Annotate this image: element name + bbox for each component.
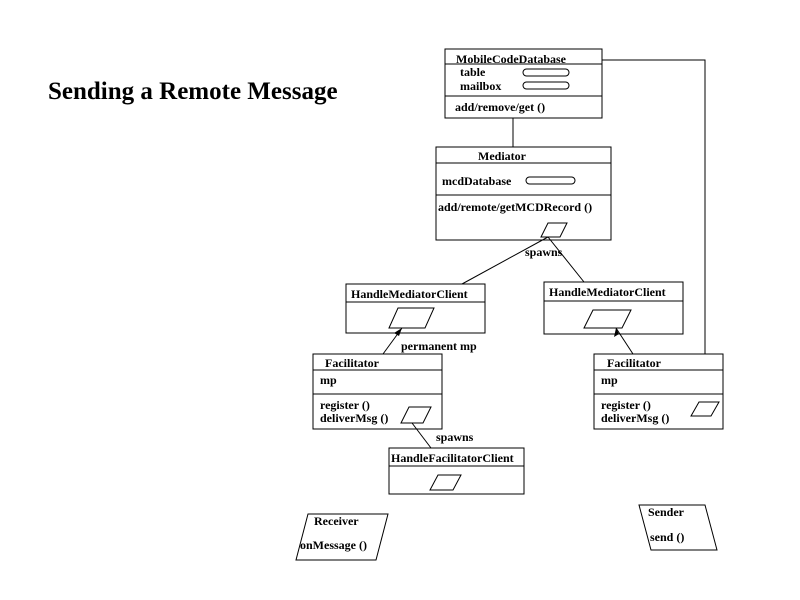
mediator-name: Mediator [478, 149, 526, 163]
mobile-code-database-box [444, 48, 603, 119]
handle-mediator-client-left-name: HandleMediatorClient [351, 287, 468, 301]
handle-mediator-client-right-thread [583, 309, 632, 329]
handle-mediator-client-left-box [345, 283, 486, 334]
facilitator-right-box [593, 353, 724, 430]
handle-facilitator-client-name: HandleFacilitatorClient [391, 451, 514, 465]
mailbox-field-shape [522, 81, 570, 90]
receiver-shape [295, 513, 389, 561]
handle-facilitator-client-box [388, 447, 525, 495]
mediator-methods-label: add/remote/getMCDRecord () [438, 200, 593, 214]
receiver-method: onMessage () [300, 538, 367, 552]
diagram-title: Sending a Remote Message [48, 78, 338, 105]
facilitator-right-name: Facilitator [607, 356, 661, 370]
spawn-link-facilitator [411, 422, 432, 449]
handle-mediator-client-right-box [543, 281, 684, 335]
facilitator-left-register-method: register () [320, 398, 370, 412]
sender-method: send () [650, 530, 685, 544]
facilitator-right-mp-field: mp [601, 373, 618, 387]
facilitator-left-mp-field: mp [320, 373, 337, 387]
permanent-mp-label: permanent mp [401, 339, 477, 353]
handle-facilitator-client-thread [429, 474, 462, 491]
handle-mediator-client-left-thread [388, 307, 435, 329]
database-facilitator-link [602, 59, 706, 354]
facilitator-left-name: Facilitator [325, 356, 379, 370]
sender-name: Sender [648, 505, 684, 519]
spawn-link-right [547, 236, 585, 283]
right-mp-link [615, 327, 634, 355]
facilitator-right-deliver-method: deliverMsg () [601, 411, 670, 425]
table-field-shape [522, 68, 570, 77]
mcd-database-field-shape [525, 176, 576, 185]
mobile-code-database-name: MobileCodeDatabase [456, 52, 566, 66]
database-methods-label: add/remove/get () [455, 100, 546, 114]
spawn-link-left [461, 236, 549, 285]
facilitator-right-register-method: register () [601, 398, 651, 412]
mediator-thread-shape [540, 222, 568, 238]
mailbox-field-label: mailbox [460, 79, 502, 93]
facilitator-left-box [312, 353, 443, 430]
sender-shape [638, 504, 718, 551]
right-mp-arrowhead [614, 328, 619, 337]
facilitator-left-thread [400, 406, 432, 424]
facilitator-right-thread [690, 401, 720, 417]
handle-mediator-client-right-name: HandleMediatorClient [549, 285, 666, 299]
spawns-facilitator-label: spawns [436, 430, 474, 444]
spawns-mediator-label: spawns [525, 245, 563, 259]
mcd-database-field-label: mcdDatabase [442, 174, 512, 188]
table-field-label: table [460, 65, 486, 79]
permanent-mp-arrowhead [394, 328, 402, 336]
receiver-name: Receiver [314, 514, 359, 528]
facilitator-left-deliver-method: deliverMsg () [320, 411, 389, 425]
mediator-box [435, 146, 612, 241]
